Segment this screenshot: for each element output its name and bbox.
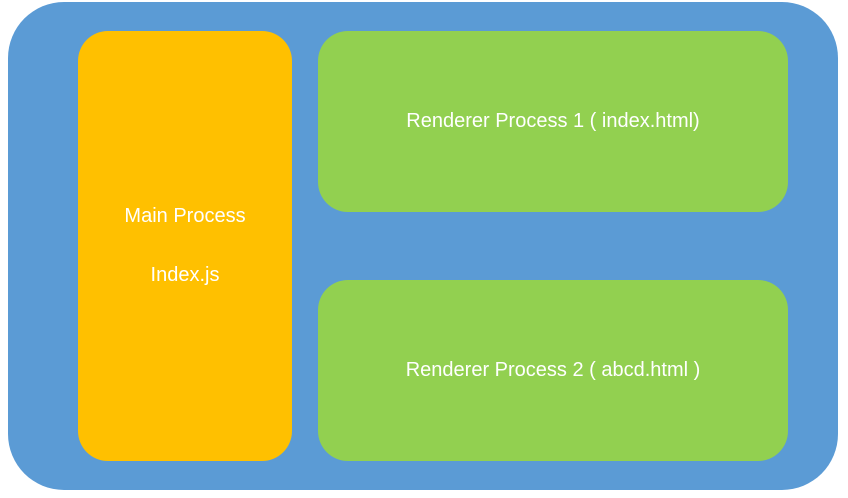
main-process-box: Main Process Index.js [78, 31, 292, 461]
renderer-process-1-box: Renderer Process 1 ( index.html) [318, 31, 788, 212]
renderer-process-1-label: Renderer Process 1 ( index.html) [406, 110, 700, 132]
renderer-process-2-box: Renderer Process 2 ( abcd.html ) [318, 280, 788, 461]
renderer-process-2-label: Renderer Process 2 ( abcd.html ) [405, 359, 701, 381]
main-process-title: Main Process [124, 205, 246, 227]
main-process-file: Index.js [150, 264, 220, 286]
